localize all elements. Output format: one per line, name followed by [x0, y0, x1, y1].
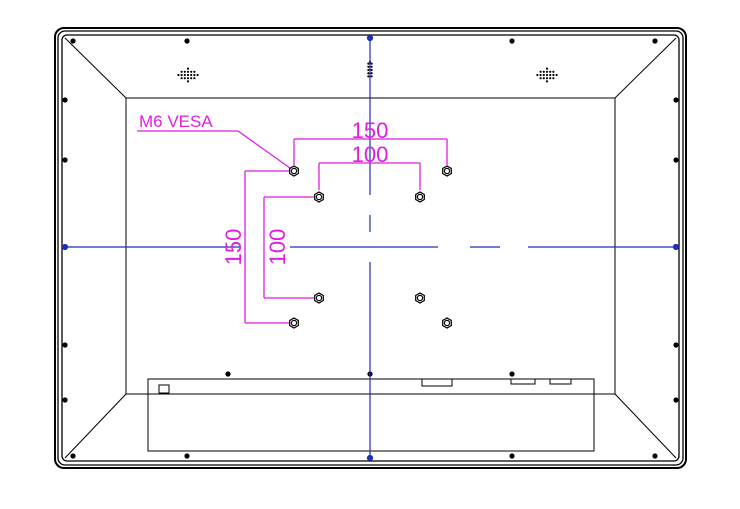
speaker-grille-icon — [549, 73, 552, 77]
speaker-grille-icon — [183, 77, 186, 80]
speaker-grille-icon — [180, 70, 183, 73]
screw-hole-icon — [673, 97, 679, 103]
speaker-grille-icon — [549, 77, 552, 80]
speaker-grille-right — [536, 67, 558, 83]
speaker-grille-icon — [370, 65, 373, 68]
speaker-grille-icon — [180, 73, 183, 77]
speaker-grille-icon — [186, 80, 190, 83]
speaker-grille-icon — [370, 68, 373, 72]
screw-hole-icon — [62, 397, 68, 403]
speaker-grille-icon — [545, 70, 549, 73]
speaker-grille-icon — [552, 70, 555, 73]
screw-hole-icon — [184, 38, 190, 44]
speaker-grille-icon — [196, 73, 199, 77]
bezel-mount-holes — [62, 38, 679, 459]
screw-hole-icon — [184, 453, 190, 459]
screw-hole-icon — [509, 453, 515, 459]
speaker-grille-icon — [542, 77, 545, 80]
vesa-holes — [289, 165, 452, 329]
screw-hole-icon — [62, 342, 68, 348]
dimension-horizontal-150: 150 — [352, 118, 389, 143]
speaker-grille-icon — [370, 62, 373, 65]
screw-hole-icon — [652, 453, 658, 459]
speaker-grille-icon — [186, 73, 190, 77]
dimension-lines — [137, 130, 448, 324]
speaker-grille-icon — [545, 80, 549, 83]
speaker-grille-icon — [545, 77, 549, 80]
speaker-grille-icon — [367, 65, 370, 68]
dimension-vertical-100: 100 — [265, 229, 290, 266]
speaker-grille-icon — [542, 70, 545, 73]
speaker-grille-icon — [545, 73, 549, 77]
speaker-grille-icon — [552, 73, 555, 77]
hex-nut-icon — [314, 191, 324, 203]
hex-nut-icon — [442, 165, 452, 177]
speaker-grille-icon — [552, 77, 555, 80]
connector-box — [147, 378, 595, 452]
screw-hole-icon — [673, 157, 679, 163]
speaker-grille-icon — [549, 70, 552, 73]
speaker-grille-left — [177, 67, 199, 83]
speaker-grille-icon — [370, 75, 373, 78]
screw-hole-icon — [70, 38, 76, 44]
screw-hole-icon — [62, 157, 68, 163]
screw-hole-icon — [225, 371, 231, 377]
speaker-grille-icon — [536, 73, 539, 77]
vesa-callout-label: M6 VESA — [139, 112, 213, 131]
speaker-grille-icon — [542, 73, 545, 77]
speaker-grille-icon — [545, 67, 549, 70]
hex-nut-icon — [289, 165, 299, 177]
screw-hole-icon — [652, 38, 658, 44]
screw-hole-icon — [70, 453, 76, 459]
speaker-grille-icon — [190, 70, 193, 73]
speaker-grille-icon — [180, 77, 183, 80]
speaker-grille-icon — [193, 70, 196, 73]
screw-hole-icon — [509, 38, 515, 44]
hex-nut-icon — [415, 292, 425, 304]
speaker-grille-icon — [190, 73, 193, 77]
screw-hole-icon — [509, 371, 515, 377]
dimension-vertical-150: 150 — [221, 229, 246, 266]
screw-hole-icon — [62, 97, 68, 103]
centerlines — [61, 34, 680, 462]
speaker-grille-icon — [539, 70, 542, 73]
speaker-grille-icon — [367, 62, 370, 65]
speaker-grille-icon — [186, 77, 190, 80]
speaker-grille-icon — [183, 70, 186, 73]
speaker-grille-icon — [367, 75, 370, 78]
dimension-horizontal-100: 100 — [352, 142, 389, 167]
speaker-grille-icon — [367, 72, 370, 75]
speaker-grille-icon — [186, 67, 190, 70]
speaker-grille-icon — [177, 73, 180, 77]
hex-nut-icon — [314, 292, 324, 304]
speaker-grille-icon — [370, 72, 373, 75]
speaker-grille-icon — [193, 73, 196, 77]
speaker-grille-icon — [555, 73, 558, 77]
speaker-grille-icon — [186, 70, 190, 73]
speaker-grille-icon — [367, 68, 370, 72]
speaker-grille-icon — [190, 77, 193, 80]
screw-hole-icon — [673, 342, 679, 348]
speaker-grille-icon — [193, 77, 196, 80]
hex-nut-icon — [289, 317, 299, 329]
screw-hole-icon — [673, 397, 679, 403]
speaker-grille-icon — [183, 73, 186, 77]
speaker-grille-icon — [539, 73, 542, 77]
speaker-grille-icon — [539, 77, 542, 80]
hex-nut-icon — [415, 191, 425, 203]
hex-nut-icon — [442, 317, 452, 329]
